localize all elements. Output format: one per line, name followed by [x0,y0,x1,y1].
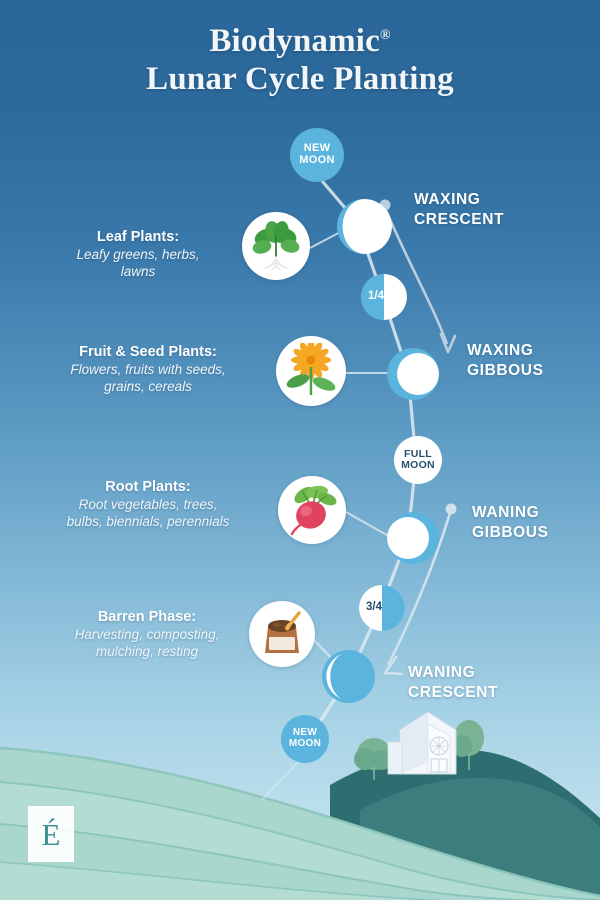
flower-icon [276,336,346,406]
waxing-gibbous-line1: WAXING [467,342,534,359]
waxing-crescent-line2: CRESCENT [414,210,505,228]
root-plants-description: Root vegetables, trees, bulbs, biennials… [66,497,230,529]
plant-group-fruit-seed-plants: Fruit & Seed Plants: Flowers, fruits wit… [28,343,268,396]
plant-group-barren-phase: Barren Phase: Harvesting, composting, mu… [30,608,264,661]
full-moon-line1: FULL [403,447,433,460]
tree-left [354,738,392,780]
trowel [285,611,301,631]
hill-light-4 [0,862,600,900]
fruit-seed-plants-title: Fruit & Seed Plants: [79,344,217,360]
radish-icon [278,476,346,544]
compost-bag-icon [249,601,315,667]
brand-logo: É [28,806,74,862]
hill-ridge-4 [0,861,445,900]
registered-mark: ® [380,28,391,43]
logo-letter: É [41,816,61,852]
hill-ridge-3 [0,823,544,900]
root-plants-title: Root Plants: [105,479,191,495]
tree-right [452,720,484,770]
waxing-arc-arrowhead [439,332,457,354]
plant-group-leaf-plants: Leaf Plants: Leafy greens, herbs, lawns [38,228,238,281]
leafy-greens-icon [242,212,310,280]
root-system [262,256,290,272]
radish-tail [290,523,302,536]
waning-arc-arrowhead [383,655,404,676]
leaf-plants-description: Leafy greens, herbs, lawns [76,247,200,279]
waxing-arc-line [383,207,449,345]
title-line-1: Biodynamic® [0,22,600,60]
new-moon-bottom-line1: NEW [292,727,318,739]
first-quarter-text: 1/4 [368,290,384,302]
leaf-cluster [252,221,300,257]
third-quarter-text: 3/4 [366,601,382,613]
waning-gibbous-line2: GIBBOUS [472,523,549,541]
new-moon-top-line1: NEW [303,142,331,155]
hill-ridge-1 [0,746,600,898]
waning-arc-start-dot [445,503,457,515]
landscape-illustration [0,690,600,900]
title-line-2: Lunar Cycle Planting [146,61,454,98]
waxing-gibbous-line2: GIBBOUS [467,361,544,379]
barren-phase-title: Barren Phase: [97,609,197,625]
new-moon-bottom-line2: MOON [288,738,322,749]
bottom-path-tail [261,761,299,801]
phase-label-waning-gibbous: WANING GIBBOUS [472,503,549,543]
waning-crescent-line1: WANING [408,664,476,681]
fruit-seed-plants-description: Flowers, fruits with seeds, grains, cere… [70,362,226,394]
phase-label-waxing-crescent: WAXING CRESCENT [414,190,504,230]
waxing-crescent-line1: WAXING [414,191,481,208]
full-moon-label: FULL MOON [394,436,442,484]
moon-waning-crescent [322,650,375,703]
waning-arc-line [386,512,452,666]
barn-and-trees [354,711,484,780]
flower-leaf-left [286,374,310,388]
barren-phase-description: Harvesting, composting, mulching, restin… [74,627,220,659]
hill-ridge-2 [0,781,600,900]
waning-crescent-line2: CRESCENT [408,683,499,701]
soil-clump-1 [273,622,281,628]
new-moon-bottom-label: NEW MOON [281,715,329,763]
radish-leaves [294,485,337,506]
page-title: Biodynamic® Lunar Cycle Planting [0,22,600,99]
title-word-biodynamic: Biodynamic [209,23,381,59]
moon-first-quarter [361,274,407,320]
new-moon-top-line2: MOON [299,154,335,166]
bag-label [269,637,295,650]
moon-waning-gibbous [387,512,439,564]
moon-third-quarter [359,585,405,631]
leaf-plants-title: Leaf Plants: [96,229,180,245]
flower-leaf-right [312,377,336,391]
radish-highlight [300,505,312,517]
plant-group-root-plants: Root Plants: Root vegetables, trees, bul… [24,478,272,531]
moon-waxing-crescent [337,199,392,254]
waning-gibbous-line1: WANING [472,504,540,521]
flower-head [291,343,331,380]
moon-waxing-gibbous [387,348,439,400]
phase-label-waning-crescent: WANING CRESCENT [408,663,498,703]
barn-building [387,711,457,775]
full-moon-line2: MOON [401,459,435,471]
spoke-root [345,511,393,539]
phase-label-waxing-gibbous: WAXING GIBBOUS [467,341,544,381]
new-moon-top-label: NEW MOON [290,128,344,182]
